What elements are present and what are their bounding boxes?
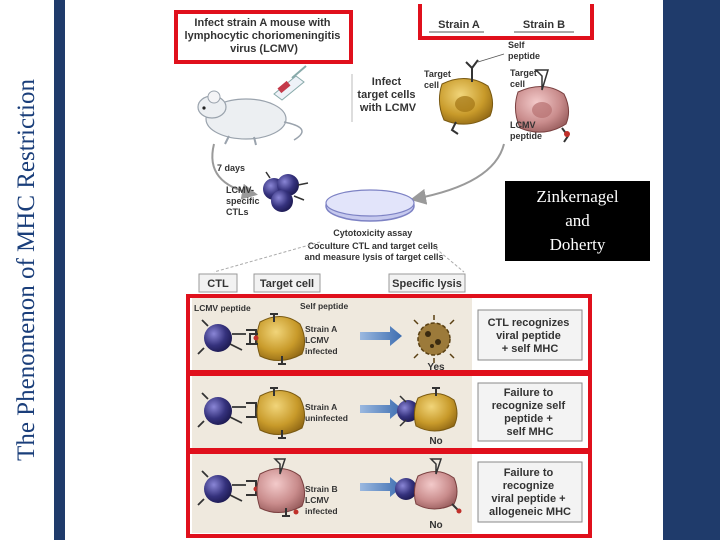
svg-text:LCMV- specific CTL: LCMV- specific CTLs bbox=[226, 185, 262, 217]
svg-text:Failure to recognize: Failure to recognize viral peptide + all… bbox=[489, 467, 571, 518]
row-3-note: viral peptide + bbox=[491, 493, 565, 505]
target-cell-a-label: cell bbox=[424, 80, 439, 90]
row-3-target-line: Strain B bbox=[305, 484, 338, 494]
lcmv-peptide-top: LCMV bbox=[510, 120, 536, 130]
self-peptide-top: Self bbox=[508, 40, 526, 50]
header-lysis: Specific lysis bbox=[392, 278, 462, 290]
svg-text:Target cell: Target cell bbox=[510, 68, 539, 89]
header-target: Target cell bbox=[260, 278, 314, 290]
svg-text:Strain B LCMV infe: Strain B LCMV infected bbox=[305, 484, 340, 516]
svg-text:Strain A LCMV infe: Strain A LCMV infected bbox=[305, 324, 339, 356]
row-highlight-3 bbox=[186, 450, 592, 538]
lcmv-peptide-label: LCMV peptide bbox=[194, 303, 251, 313]
svg-text:LCMV peptide: LCMV peptide bbox=[510, 120, 542, 141]
row-1-target-line: LCMV bbox=[305, 335, 329, 345]
mouse-illustration bbox=[197, 65, 307, 146]
title-bar: The Phenomenon of MHC Restriction bbox=[0, 0, 54, 540]
row-1-target-line: Strain A bbox=[305, 324, 337, 334]
assay-line: and measure lysis of target cells bbox=[304, 252, 443, 262]
left-stripe bbox=[54, 0, 65, 540]
right-stripe bbox=[663, 0, 720, 540]
svg-text:Infect strain A mouse with: Infect strain A mouse with lymphocytic c… bbox=[185, 17, 344, 55]
ctls-label: CTLs bbox=[226, 207, 249, 217]
row-2-note: self MHC bbox=[506, 426, 553, 438]
row-1-note: CTL recognizes bbox=[488, 317, 570, 329]
infect-targets-line: with LCMV bbox=[359, 102, 417, 114]
row-3-target-line: infected bbox=[305, 506, 338, 516]
strains-box bbox=[418, 4, 594, 40]
row-3-note: Failure to bbox=[504, 467, 554, 479]
ctl-cluster bbox=[263, 171, 309, 212]
row-2-note: Failure to bbox=[504, 387, 554, 399]
row-3-note: recognize bbox=[503, 480, 554, 492]
row-1-note: + self MHC bbox=[502, 343, 559, 355]
infect-targets-line: target cells bbox=[357, 89, 415, 101]
assay-line: Cytotoxicity assay bbox=[333, 228, 412, 238]
row-1-note: viral peptide bbox=[496, 330, 561, 342]
strain-b-label: Strain B bbox=[523, 19, 565, 31]
row-2-graphics bbox=[197, 387, 458, 439]
petri-dish bbox=[325, 189, 415, 222]
infect-title-line: lymphocytic choriomeningitis bbox=[185, 30, 341, 42]
row-3-graphics bbox=[197, 458, 462, 517]
author-name: Zinkernagel bbox=[536, 187, 619, 206]
svg-text:CTL recognizes viral pep: CTL recognizes viral peptide + self MHC bbox=[488, 317, 573, 355]
mhc-restriction-figure: Infect strain A mouse with lymphocytic c… bbox=[174, 4, 594, 538]
infect-title-box bbox=[174, 10, 353, 64]
row-2-note: recognize self bbox=[492, 400, 566, 412]
row-3-target-line: LCMV bbox=[305, 495, 329, 505]
lcmv-peptide-top: peptide bbox=[510, 131, 542, 141]
svg-text:Cytotoxicity assay Cocul: Cytotoxicity assay Coculture CTL and tar… bbox=[304, 228, 443, 262]
row-1-graphics bbox=[197, 313, 455, 365]
row-2-target-line: uninfected bbox=[305, 413, 348, 423]
svg-text:Infect target cells: Infect target cells with LCMV bbox=[357, 76, 418, 114]
strain-a-label: Strain A bbox=[438, 19, 480, 31]
row-1-result: Yes bbox=[427, 362, 445, 373]
infect-title-line: Infect strain A mouse with bbox=[194, 17, 330, 29]
svg-text:Failure to recognize sel: Failure to recognize self peptide + self… bbox=[492, 387, 568, 438]
assay-line: Coculture CTL and target cells bbox=[308, 241, 438, 251]
ctls-label: specific bbox=[226, 196, 260, 206]
svg-text:Self peptide: Self peptide bbox=[508, 40, 540, 61]
authors-label-box: Zinkernagel and Doherty bbox=[505, 181, 650, 261]
svg-text:Strain A uninfected: Strain A uninfected bbox=[305, 402, 348, 423]
svg-text:Target cell: Target cell bbox=[424, 69, 453, 90]
infect-targets-line: Infect bbox=[372, 76, 402, 88]
self-peptide-label: Self peptide bbox=[300, 301, 348, 311]
target-cell-b-label: cell bbox=[510, 79, 525, 89]
ctls-label: LCMV- bbox=[226, 185, 254, 195]
days-label: 7 days bbox=[217, 163, 245, 173]
target-cell-b-label: Target bbox=[510, 68, 537, 78]
author-name: Doherty bbox=[549, 235, 606, 254]
infect-title-line: virus (LCMV) bbox=[230, 43, 298, 55]
row-2-target-line: Strain A bbox=[305, 402, 337, 412]
header-ctl: CTL bbox=[207, 278, 229, 290]
author-conjunction: and bbox=[565, 211, 590, 230]
row-2-result: No bbox=[429, 436, 442, 447]
row-3-note: allogeneic MHC bbox=[489, 506, 571, 518]
self-peptide-top: peptide bbox=[508, 51, 540, 61]
row-3-result: No bbox=[429, 520, 442, 531]
target-cell-a-label: Target bbox=[424, 69, 451, 79]
row-2-note: peptide + bbox=[504, 413, 553, 425]
row-1-target-line: infected bbox=[305, 346, 338, 356]
slide-title: The Phenomenon of MHC Restriction bbox=[13, 79, 40, 461]
